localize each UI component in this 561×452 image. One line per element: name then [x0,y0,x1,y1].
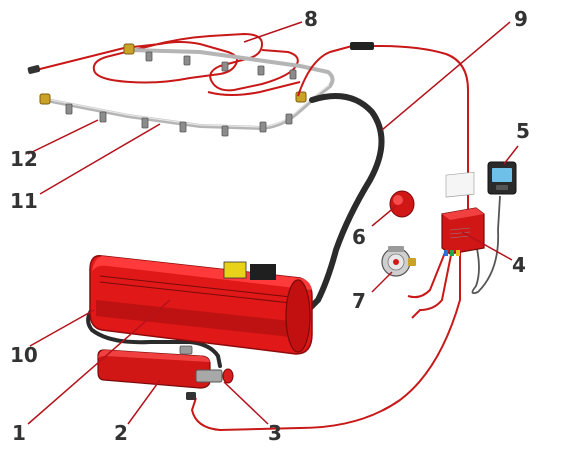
control-unit-icon [441,171,485,256]
cylinder-plate-icon [250,264,276,280]
callout-7: 7 [352,289,366,313]
valve-icon [186,368,234,400]
hose-icon [303,93,385,315]
leader-line-4 [461,231,513,261]
alarm-icon [389,190,415,218]
leader-line-1 [27,299,171,425]
leader-line-12 [27,119,99,155]
callout-labels: 1 2 3 4 5 6 7 8 9 10 11 12 [10,7,530,445]
pipe-fitting-icon [123,43,135,55]
cable-icon [190,45,469,432]
leader-line-3 [223,381,269,425]
cylinder-icon [89,255,313,355]
battery-icon [97,345,211,389]
leader-line-6 [371,205,397,227]
pressure-switch-icon [381,246,416,277]
callout-4: 4 [512,253,526,277]
detection-line-end-icon [27,65,41,74]
leader-line-9 [381,21,511,131]
callout-3: 3 [268,421,282,445]
callout-12: 12 [10,147,38,171]
leader-line-11 [39,123,161,195]
callout-8: 8 [304,7,318,31]
detection-line-icon [35,32,301,96]
callout-5: 5 [516,119,530,143]
leader-line-5 [503,145,519,165]
nozzle-icon [65,51,297,137]
leader-line-10 [29,309,95,347]
pipe-fitting-icon [39,93,51,105]
leader-line-2 [127,379,161,425]
pipe-fitting-icon [295,91,307,103]
callout-6: 6 [352,225,366,249]
leader-lines [27,21,519,425]
callout-9: 9 [514,7,528,31]
callout-11: 11 [10,189,38,213]
display-cable-icon [471,195,501,295]
display-panel-icon [487,161,517,195]
callout-2: 2 [114,421,128,445]
leader-line-7 [371,271,393,293]
cable-connector-icon [350,42,374,50]
callout-10: 10 [10,343,38,367]
cylinder-label-icon [223,261,247,279]
leader-line-8 [243,21,303,43]
callout-1: 1 [12,421,26,445]
